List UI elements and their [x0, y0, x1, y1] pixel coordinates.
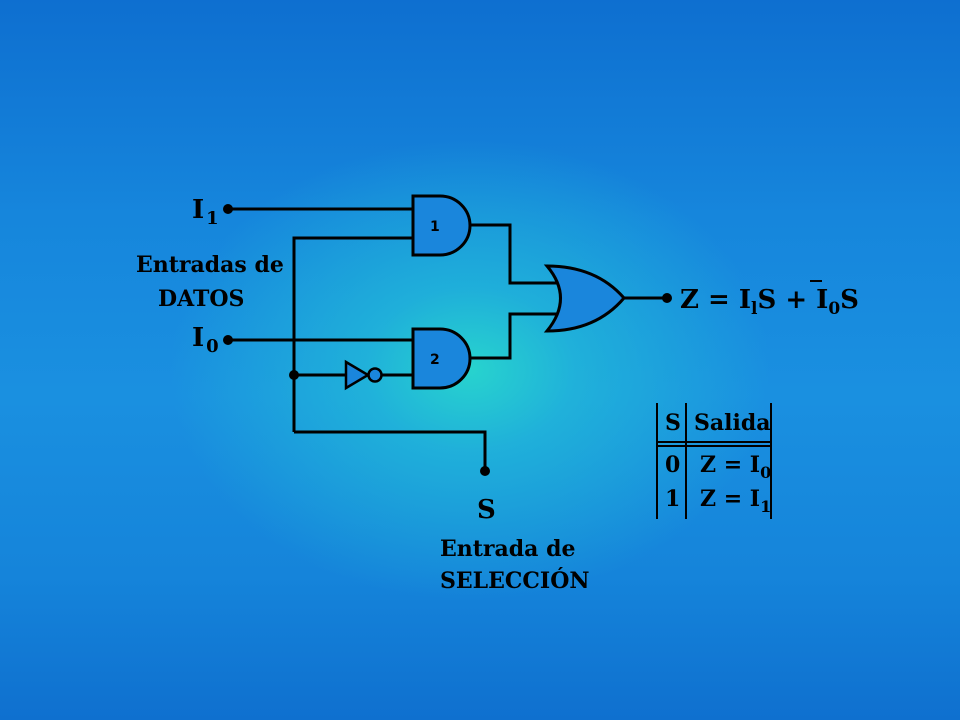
select-input-label: S	[477, 495, 496, 525]
junction-s	[289, 370, 299, 380]
table-header-s: S	[665, 410, 681, 436]
wire-and2-to-or	[470, 312, 558, 360]
table-row-0-s: 0	[665, 452, 680, 478]
wires	[228, 207, 667, 471]
terminal-i0	[223, 335, 233, 345]
wire-s-select	[294, 430, 487, 471]
select-label-line2: SELECCIÓN	[440, 567, 589, 594]
table-row-1-s: 1	[665, 486, 680, 512]
select-label-line1: Entrada de	[440, 536, 575, 562]
terminal-z	[662, 293, 672, 303]
terminal-i1	[223, 204, 233, 214]
and-gate-2-label: 2	[430, 352, 440, 368]
wire-and1-to-or	[470, 223, 558, 285]
table-header-salida: Salida	[694, 410, 771, 436]
and-gate-1-body	[411, 194, 472, 257]
wire-s-to-and1	[292, 236, 413, 432]
data-inputs-label-line1: Entradas de	[136, 252, 284, 278]
table-row-0-output: Z = I0	[700, 452, 771, 482]
or-gate-body	[543, 264, 626, 333]
and-gate-2: 2	[411, 327, 472, 390]
output-expression: Z = IlS + I0S	[680, 285, 859, 319]
and-gate-1: 1	[411, 194, 472, 257]
table-row-1-output: Z = I1	[700, 486, 771, 516]
truth-table: S Salida 0 Z = I0 1 Z = I1	[656, 403, 772, 519]
data-inputs-label-line2: DATOS	[158, 286, 244, 312]
not-gate	[344, 359, 383, 391]
not-gate-bubble	[367, 367, 383, 383]
not-gate-body	[344, 359, 371, 391]
or-gate	[543, 264, 626, 333]
and-gate-1-label: 1	[430, 219, 440, 235]
terminals	[223, 204, 672, 476]
terminal-s	[480, 466, 490, 476]
and-gate-2-body	[411, 327, 472, 390]
